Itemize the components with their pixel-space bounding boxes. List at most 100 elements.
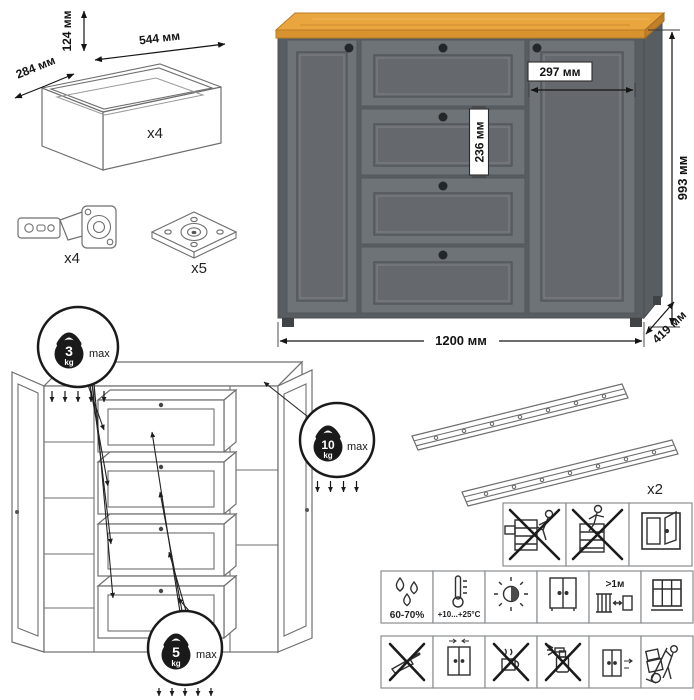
hinge-screw-hole: [84, 208, 92, 216]
kettlebell-body-icon: [161, 640, 191, 670]
mount-plate-diagram: [150, 211, 238, 259]
hinge-count: x4: [64, 250, 80, 267]
drawer-box-count: x4: [147, 125, 163, 142]
right-shelves: [230, 469, 278, 546]
mount-plate-count: x5: [191, 260, 207, 277]
hinge-mounting-plate: [17, 217, 61, 239]
open-right-door-knob: [305, 508, 309, 512]
mount-plate-corner-hole: [216, 229, 224, 235]
open-right-door-panel: [283, 383, 307, 637]
drawer-box-depth-label: 284 мм: [14, 53, 57, 81]
humidity-icon: 60-70%: [390, 576, 425, 621]
icon-cell: [640, 570, 694, 624]
dim-tick: [528, 83, 636, 97]
no-direct-sunlight-icon: [494, 577, 528, 611]
wire-drawer-knob: [158, 402, 164, 408]
drawer-load-unit: kg: [171, 659, 180, 668]
mount-plate-side: [151, 232, 237, 259]
dim-arrow: [94, 51, 161, 63]
commode-width-label: 1200 мм: [435, 333, 487, 348]
dim-tick: [472, 106, 486, 178]
commode-side-panel: [643, 19, 663, 320]
drawer-load-max: max: [196, 649, 217, 661]
drawer-box-floor: [55, 77, 205, 116]
mount-plate-corner-hole: [164, 229, 172, 235]
drawer-box-back-rim: [41, 63, 222, 89]
kettlebell-handle-icon: [315, 425, 341, 440]
no-climbing-icon: [571, 504, 624, 561]
wardrobe-icon: [549, 577, 577, 611]
wire-drawer-knob: [158, 464, 164, 470]
drawer-load-pointer-lines: [150, 431, 191, 613]
shelf-load-unit: kg: [64, 358, 73, 367]
commode-height-label: 993 мм: [675, 156, 690, 201]
dim-extension: [648, 29, 680, 328]
hinge-slot: [36, 224, 46, 232]
top-load-max: max: [347, 441, 368, 453]
left-door-knob: [344, 43, 354, 53]
hinge-cup-flange: [81, 205, 117, 249]
hinge-screw-hole: [106, 238, 114, 246]
kettlebell-body-icon: [313, 432, 343, 462]
drawer-height-label: 236 мм: [473, 121, 487, 162]
left-door-panel-bevel: [299, 54, 345, 299]
kettlebell-handle-icon: [56, 332, 82, 347]
sun-shade-half: [511, 586, 519, 602]
dim-arrow: [659, 301, 675, 319]
right-door-panel: [540, 51, 624, 302]
hinge-hole: [47, 224, 55, 232]
hinge-cup-center: [92, 220, 106, 234]
hinge-cup: [86, 214, 112, 240]
wire-drawer-knob: [158, 588, 164, 594]
left-door-panel: [296, 51, 348, 302]
kettlebell-body-icon: [54, 339, 84, 369]
drawer-box-height-label: 124 мм: [60, 10, 74, 51]
hinge-diagram: [17, 205, 117, 249]
wire-drawer-3: [96, 512, 238, 578]
open-left-door-panel: [17, 383, 39, 637]
drawer-knob: [438, 43, 448, 53]
dim-arrow: [159, 41, 226, 53]
dim-arrow: [645, 317, 661, 335]
close-doors-icon: [447, 638, 471, 676]
drawer-slides-diagram: x2: [411, 383, 679, 507]
drawer-box-width-label: 544 мм: [138, 29, 181, 48]
commode-back-foot: [653, 296, 661, 305]
shelf-load-value: 3: [65, 343, 73, 359]
load-arrows: [315, 481, 359, 493]
dim-label-box: [527, 61, 593, 82]
right-door-knob: [532, 43, 542, 53]
top-load-value: 10: [321, 438, 335, 452]
wire-drawer-knob: [158, 526, 164, 532]
load-limit-drawer-badge: 5 kg max: [146, 609, 224, 697]
commode-drawer-4: [360, 246, 526, 314]
humidity-label: 60-70%: [390, 610, 425, 621]
dim-label-box: [424, 331, 499, 350]
commode-drawer-1: [360, 39, 526, 107]
open-cabinet-diagram: [11, 360, 313, 654]
dim-arrow: [44, 73, 75, 87]
no-sharp-objects-icon: [388, 642, 426, 682]
hand-truck-transport-icon: [644, 645, 679, 684]
kettlebell-handle-icon: [163, 633, 189, 648]
no-step-on-drawer-icon: [504, 508, 561, 561]
wire-drawer-1: [96, 388, 238, 454]
commode-top-end-cap: [644, 11, 665, 40]
door-width-label: 297 мм: [539, 65, 580, 79]
mount-plate-boss: [180, 222, 208, 242]
dim-extension: [277, 322, 645, 347]
no-chemicals-icon: [544, 642, 582, 682]
top-load-pointer-line: [263, 381, 313, 421]
drawer-box-diagram: x4 124 мм 544 мм 284 мм: [14, 10, 226, 171]
temperature-icon: +10...+25°С: [438, 575, 481, 619]
right-door-panel-bevel: [543, 54, 621, 299]
load-limit-shelf-badge: 3 kg max: [36, 305, 120, 403]
mount-plate-hole: [191, 230, 197, 235]
slide-rail-2: [461, 439, 679, 507]
move-cabinet-icon: [602, 649, 633, 677]
drawer-box-inner-rim: [48, 67, 215, 110]
hinge-hole: [24, 223, 34, 233]
slide-rail-1: [411, 383, 629, 451]
